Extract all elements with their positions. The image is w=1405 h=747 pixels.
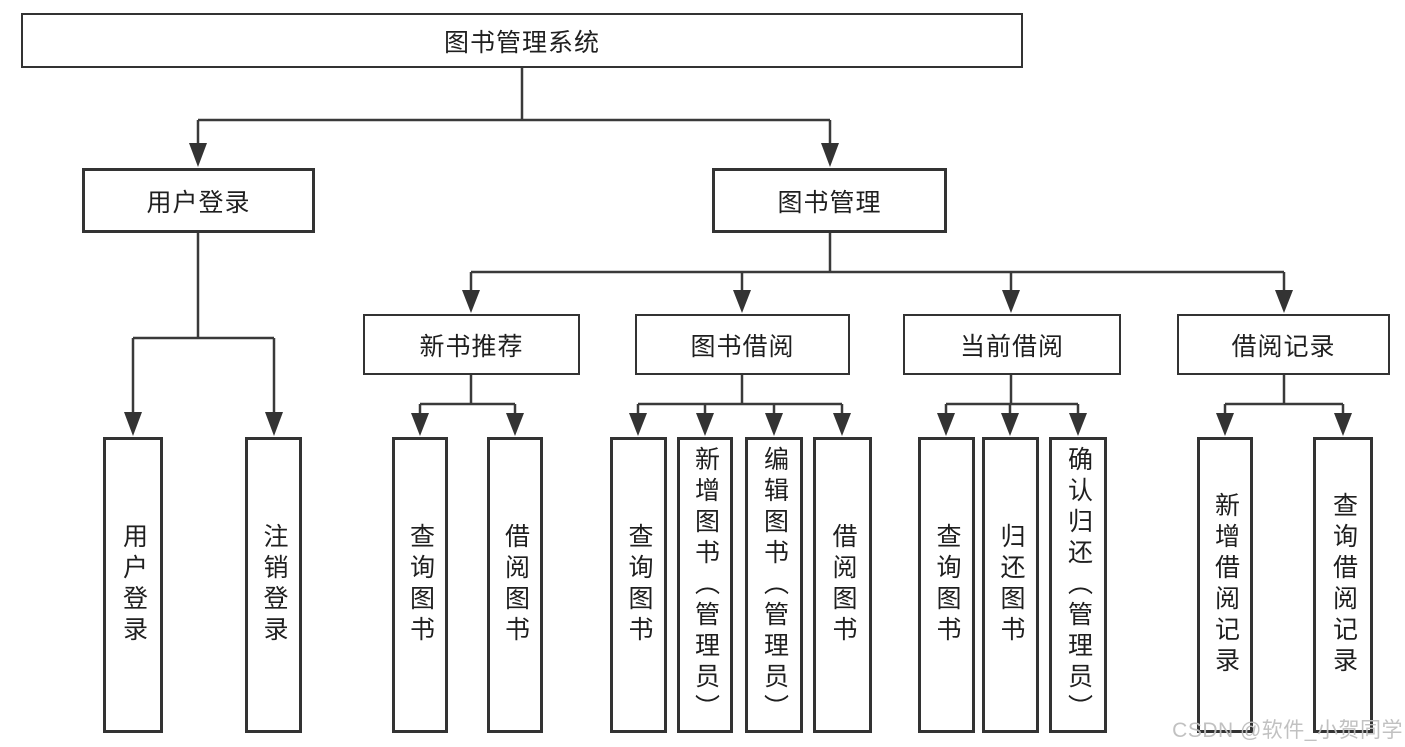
leaf-label: 确认归还（管理员） bbox=[1064, 445, 1093, 725]
leaf-label: 新增借阅记录 bbox=[1211, 492, 1240, 678]
leaf-label: 注销登录 bbox=[260, 523, 288, 647]
node-book-borrowing: 图书借阅 bbox=[635, 314, 850, 375]
node-label: 当前借阅 bbox=[959, 332, 1064, 361]
leaf-br-query-borrow-record: 查询借阅记录 bbox=[1313, 437, 1373, 733]
node-borrowing-records: 借阅记录 bbox=[1177, 314, 1390, 375]
leaf-label: 查询图书 bbox=[625, 523, 653, 647]
leaf-nbr-borrow-books: 借阅图书 bbox=[487, 437, 543, 733]
node-label: 图书管理 bbox=[777, 188, 882, 217]
leaf-br-add-borrow-record: 新增借阅记录 bbox=[1197, 437, 1253, 733]
leaf-label: 查询借阅记录 bbox=[1329, 492, 1358, 678]
leaf-bb-edit-books-admin: 编辑图书（管理员） bbox=[745, 437, 803, 733]
leaf-bb-query-books: 查询图书 bbox=[610, 437, 667, 733]
node-label: 图书借阅 bbox=[690, 332, 795, 361]
leaf-label: 归还图书 bbox=[997, 523, 1025, 647]
node-current-borrowing: 当前借阅 bbox=[903, 314, 1121, 375]
watermark: CSDN @软件_小贺同学 bbox=[1172, 719, 1403, 742]
leaf-label: 查询图书 bbox=[933, 523, 961, 647]
node-label: 新书推荐 bbox=[419, 332, 524, 361]
leaf-label: 新增图书（管理员） bbox=[691, 445, 720, 725]
node-label: 借阅记录 bbox=[1231, 332, 1336, 361]
arrowheads bbox=[124, 143, 1352, 436]
leaf-label: 用户登录 bbox=[119, 523, 148, 647]
leaf-cb-confirm-return-admin: 确认归还（管理员） bbox=[1049, 437, 1107, 733]
leaf-label: 借阅图书 bbox=[829, 523, 857, 647]
leaf-cb-query-books: 查询图书 bbox=[918, 437, 975, 733]
leaf-bb-borrow-books: 借阅图书 bbox=[813, 437, 872, 733]
node-new-book-recommendation: 新书推荐 bbox=[363, 314, 580, 375]
node-book-management: 图书管理 bbox=[712, 168, 947, 233]
leaf-cb-return-books: 归还图书 bbox=[982, 437, 1039, 733]
leaf-label: 编辑图书（管理员） bbox=[760, 445, 789, 725]
leaf-label: 查询图书 bbox=[406, 523, 435, 647]
leaf-user-login: 用户登录 bbox=[103, 437, 163, 733]
node-root: 图书管理系统 bbox=[21, 13, 1023, 68]
leaf-nbr-query-books: 查询图书 bbox=[392, 437, 448, 733]
leaf-logout-login: 注销登录 bbox=[245, 437, 302, 733]
leaf-bb-add-books-admin: 新增图书（管理员） bbox=[677, 437, 733, 733]
leaf-label: 借阅图书 bbox=[501, 523, 530, 647]
node-label: 图书管理系统 bbox=[443, 28, 600, 57]
node-label: 用户登录 bbox=[146, 188, 251, 217]
node-user-login: 用户登录 bbox=[82, 168, 315, 233]
